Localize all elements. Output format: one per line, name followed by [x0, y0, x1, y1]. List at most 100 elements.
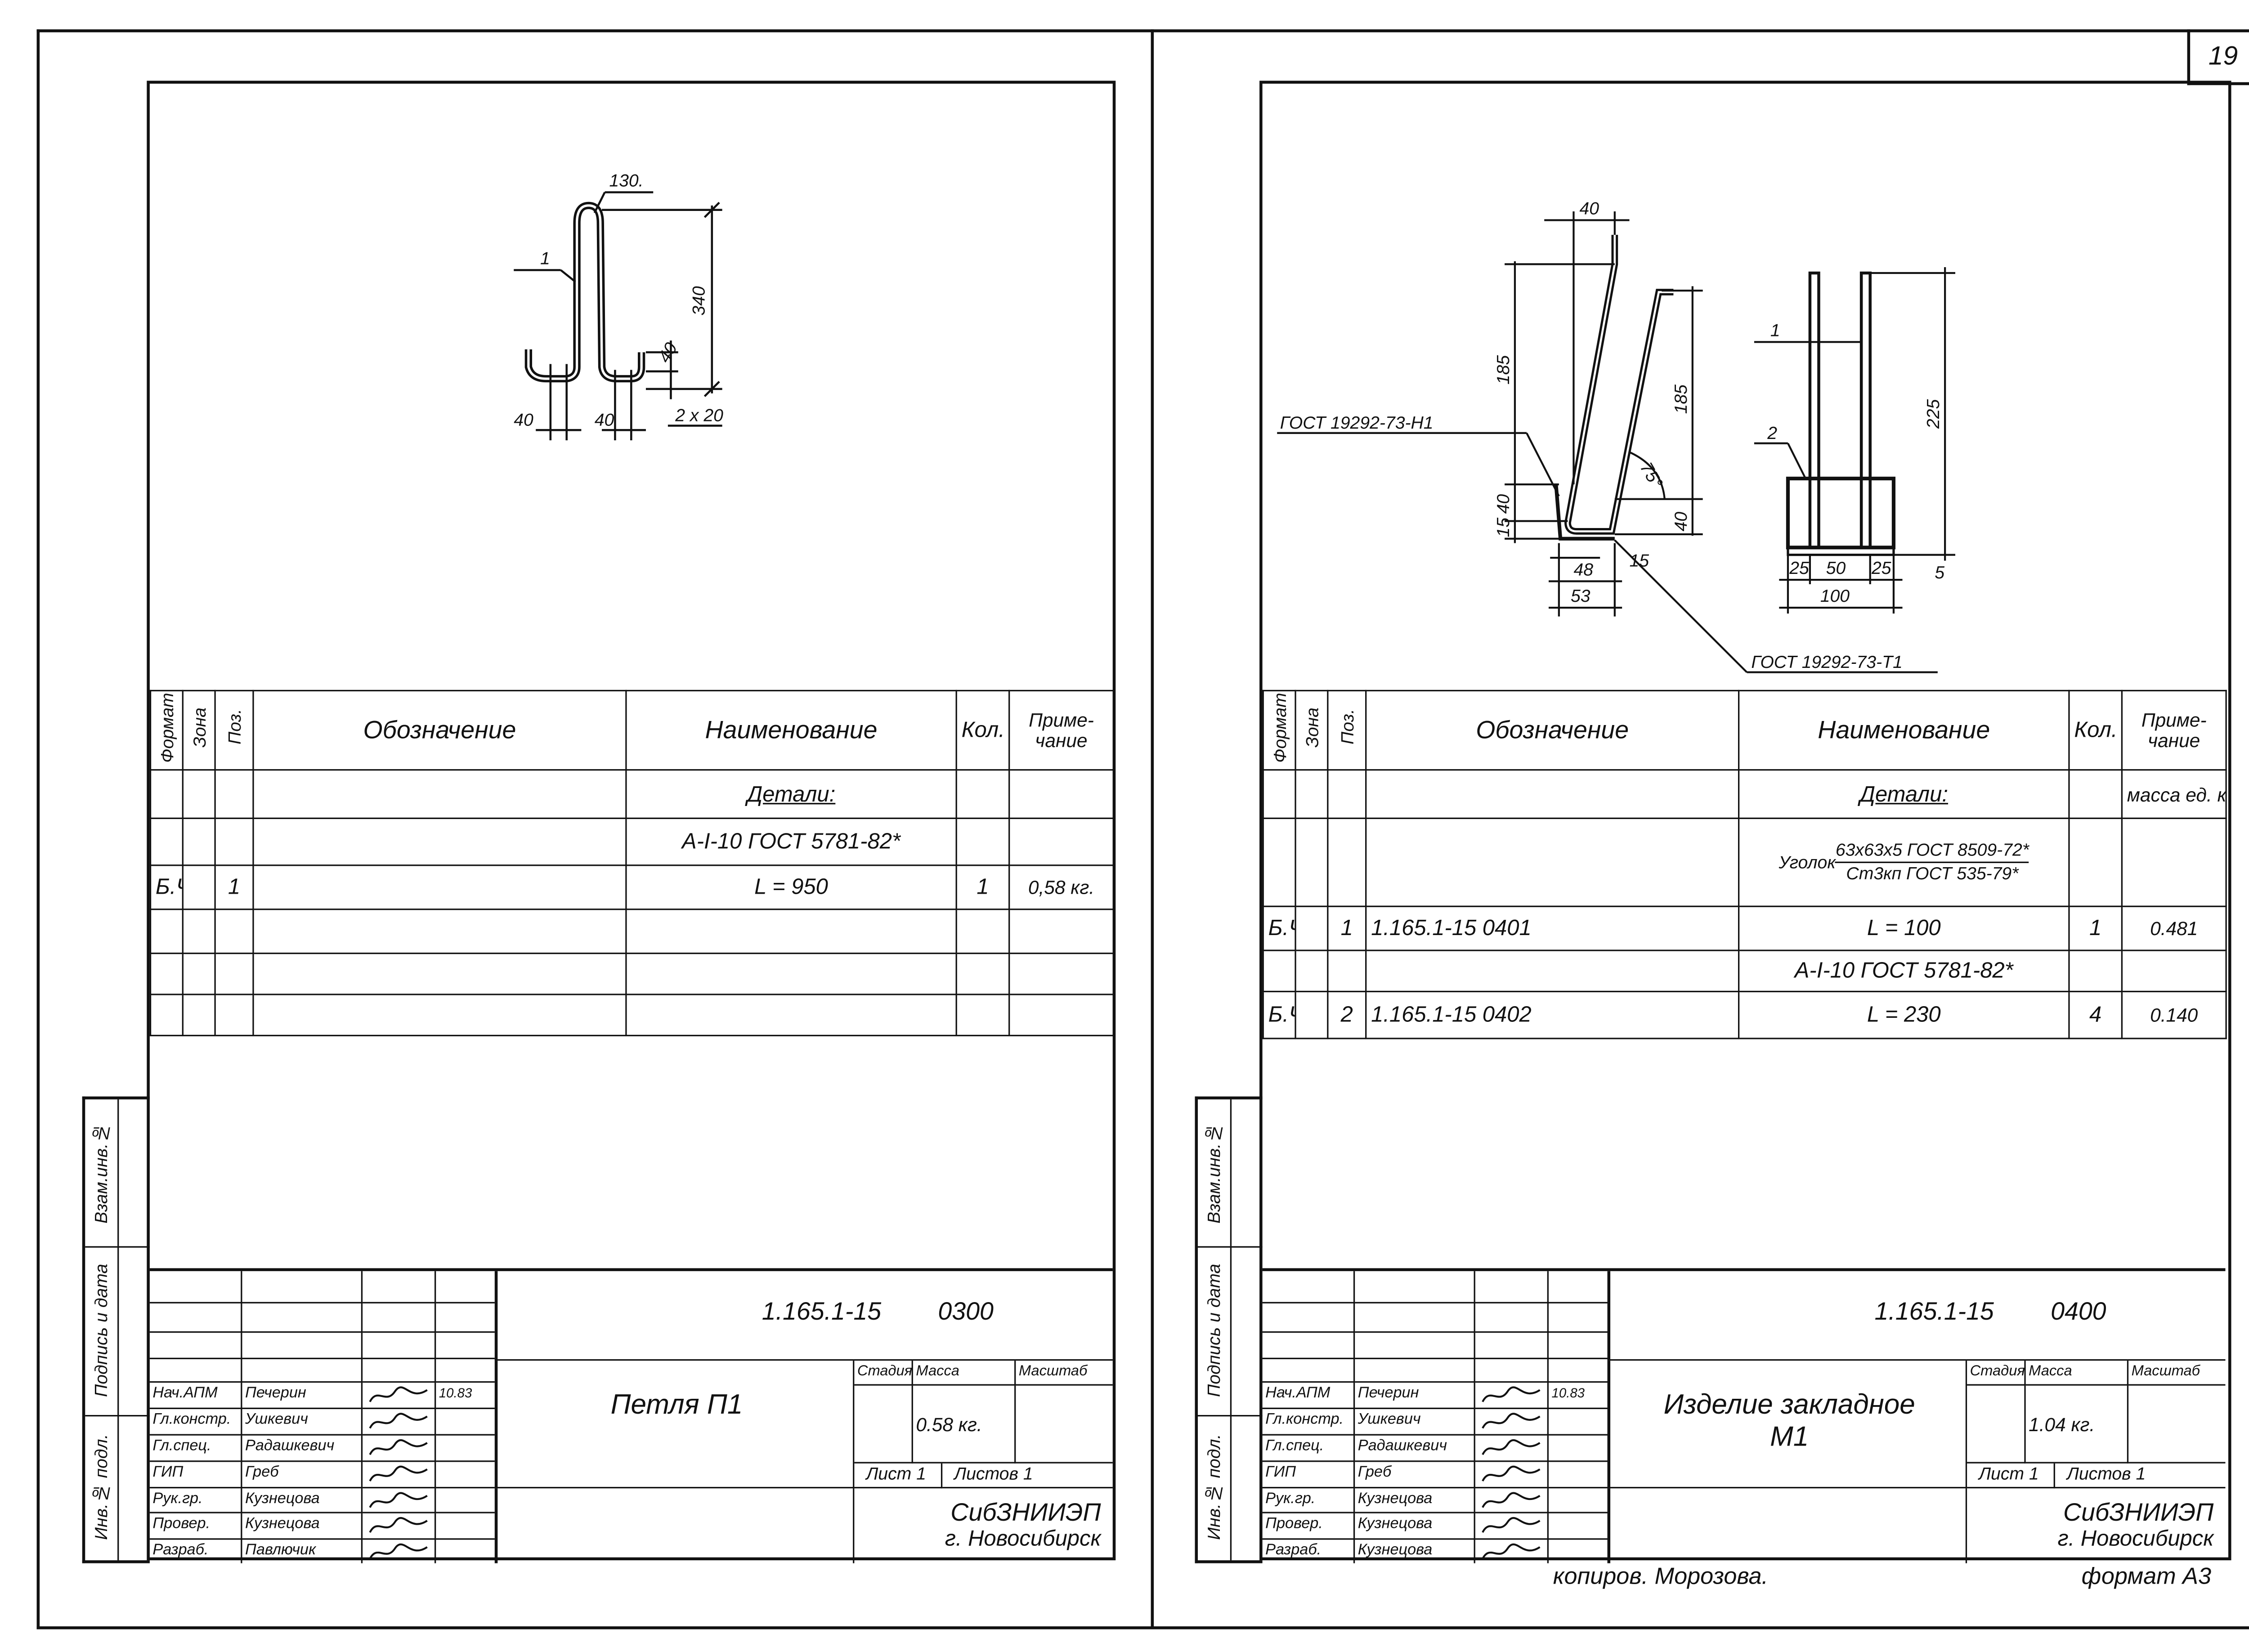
signature	[1482, 1465, 1541, 1482]
qty-value: 1	[2089, 916, 2102, 941]
approval-cell	[1355, 1271, 1475, 1303]
header-qty: Кол.	[955, 689, 1010, 771]
staff-name: Кузнецова	[1357, 1514, 1433, 1533]
inv-original-label: Инв.№ подл.	[1204, 1434, 1224, 1541]
cell-format	[1262, 817, 1296, 907]
organization-city: г. Новосибирск	[945, 1527, 1101, 1552]
cell-name: Детали:	[1738, 769, 2070, 819]
cell-name	[625, 994, 957, 1037]
approval-cell: Кузнецова	[1355, 1540, 1475, 1563]
approval-cell	[1262, 1359, 1355, 1383]
approval-cell	[149, 1303, 242, 1333]
approval-cell	[1475, 1383, 1549, 1409]
side-stamp: Взам.инв.№ Подпись и дата Инв.№ подл.	[82, 1096, 150, 1563]
signature	[369, 1543, 428, 1559]
organization-name: СибЗНИИЭП	[950, 1499, 1101, 1527]
organization-cell: СибЗНИИЭП г. Новосибирск	[1967, 1488, 2225, 1563]
approval-cell: Кузнецова	[1355, 1513, 1475, 1540]
name-value: L = 230	[1867, 1002, 1941, 1028]
approval-cell	[1475, 1435, 1549, 1462]
cell-note	[1008, 909, 1114, 954]
title-cell: Изделие закладное М1	[1607, 1361, 1967, 1489]
note-value: 0.481	[2150, 917, 2198, 940]
cell-zone	[182, 994, 216, 1037]
cell-format	[149, 769, 184, 819]
cell-designation: 1.165.1-15 0401	[1365, 905, 1740, 951]
mass-value: 1.04 кг.	[2025, 1385, 2129, 1464]
organization-city: г. Новосибирск	[2057, 1527, 2214, 1552]
header-name: Наименование	[1738, 689, 2070, 771]
approval-cell: Кузнецова	[242, 1488, 363, 1513]
staff-name: Ушкевич	[245, 1410, 308, 1428]
approval-cell: Печерин	[1355, 1383, 1475, 1409]
mass-header: Масса	[2025, 1361, 2129, 1386]
cell-note: 0.481	[2121, 905, 2227, 951]
signature	[369, 1413, 428, 1429]
cell-designation	[252, 817, 627, 866]
header-pos: Поз.	[1327, 689, 1367, 771]
cell-name: Детали:	[625, 769, 957, 819]
approval-cell	[242, 1271, 363, 1303]
cell-qty	[2068, 949, 2123, 993]
cell-qty: 1	[955, 864, 1010, 910]
signature	[1482, 1413, 1541, 1429]
approval-cell	[436, 1436, 495, 1462]
copied-by: копиров. Морозова.	[1553, 1564, 1769, 1590]
stage-header: Стадия	[1967, 1361, 2026, 1386]
approval-cell	[1355, 1303, 1475, 1333]
sheets-total: Листов 1	[2055, 1464, 2226, 1489]
replaced-inv-label: Взам.инв.№	[1204, 1122, 1224, 1223]
approval-cell: Нач.АПМ	[1262, 1383, 1355, 1409]
approval-cell	[1548, 1271, 1608, 1303]
cell-zone	[182, 864, 216, 910]
cell-qty	[955, 909, 1010, 954]
cell-designation	[1365, 949, 1740, 993]
staff-role: Рук.гр.	[1265, 1490, 1316, 1508]
document-title: Изделие закладное	[1663, 1390, 1915, 1421]
approval-cell	[1548, 1359, 1608, 1383]
approval-cell	[1475, 1409, 1549, 1436]
document-designation: 1.165.1-15	[1874, 1297, 1994, 1325]
header-qty-label: Кол.	[2074, 717, 2118, 743]
approval-cell	[1262, 1303, 1355, 1333]
header-pos-label: Поз.	[1336, 709, 1357, 745]
staff-role: Разраб.	[1265, 1541, 1322, 1559]
header-designation-label: Обозначение	[363, 715, 516, 743]
sheet-number: Лист 1	[1967, 1463, 2055, 1489]
table-row	[149, 994, 1114, 1037]
signature-date-label: Подпись и дата	[1204, 1264, 1224, 1397]
designation-cell: 1.165.1-15 0400	[1607, 1271, 2226, 1361]
approval-cell: Печерин	[242, 1383, 363, 1409]
staff-role: Провер.	[152, 1514, 211, 1533]
cell-zone	[182, 769, 216, 819]
cell-pos	[1327, 769, 1367, 819]
cell-note	[2121, 949, 2227, 993]
approval-cell	[363, 1359, 436, 1383]
cell-pos	[214, 817, 254, 866]
approval-cell: Нач.АПМ	[149, 1383, 242, 1409]
cell-format	[149, 817, 184, 866]
header-note-line: чание	[1035, 729, 1088, 751]
approval-date: 10.83	[439, 1385, 472, 1401]
header-zone-label: Зона	[1301, 707, 1322, 748]
approval-cell: Гл.констр.	[149, 1409, 242, 1436]
staff-name: Павлючик	[245, 1541, 316, 1559]
staff-role: Гл.констр.	[152, 1410, 231, 1428]
approval-cell: ГИП	[1262, 1462, 1355, 1489]
approval-cell	[1262, 1271, 1355, 1303]
approval-cell: Кузнецова	[1355, 1488, 1475, 1513]
cell-qty	[2068, 769, 2123, 819]
header-format: Формат	[149, 689, 184, 771]
document-code: 0400	[2051, 1297, 2106, 1325]
staff-role: Провер.	[1265, 1514, 1323, 1533]
cell-note: масса ед. кг.	[2121, 769, 2227, 819]
staff-name: Кузнецова	[245, 1490, 320, 1508]
header-note: Приме-чание	[1008, 689, 1114, 771]
